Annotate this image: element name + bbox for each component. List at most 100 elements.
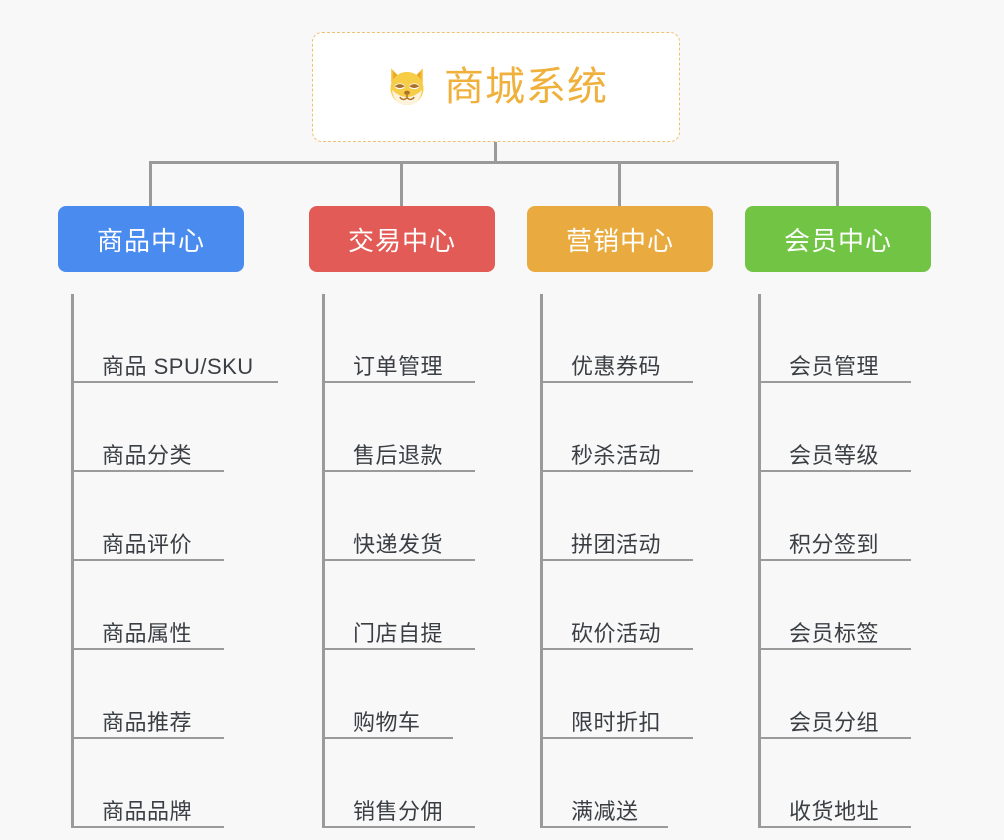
leaf-label: 满减送 xyxy=(571,798,639,824)
leaf-label: 会员管理 xyxy=(789,353,880,379)
leaf-label: 商品推荐 xyxy=(102,709,193,735)
leaf-item[interactable]: 门店自提 xyxy=(309,561,495,650)
leaf-label: 会员标签 xyxy=(789,620,880,646)
leaf-underline xyxy=(71,470,224,472)
leaf-label: 收货地址 xyxy=(789,798,880,824)
leaf-item[interactable]: 收货地址 xyxy=(745,739,931,828)
leaf-item[interactable]: 会员标签 xyxy=(745,561,931,650)
leaf-label: 购物车 xyxy=(353,709,421,735)
leaf-label: 拼团活动 xyxy=(571,531,662,557)
branch-column-product-center: 商品中心 商品 SPU/SKU 商品分类 商品评价 商品属性 商品推荐 xyxy=(58,206,278,828)
leaf-underline xyxy=(71,381,278,383)
leaf-label: 商品分类 xyxy=(102,442,193,468)
leaf-underline xyxy=(71,648,224,650)
category-drop-line-3 xyxy=(618,161,621,207)
category-box-trade-center[interactable]: 交易中心 xyxy=(309,206,495,272)
leaf-underline xyxy=(71,826,224,828)
leaf-label: 会员等级 xyxy=(789,442,880,468)
category-box-member-center[interactable]: 会员中心 xyxy=(745,206,931,272)
leaf-item[interactable]: 销售分佣 xyxy=(309,739,495,828)
leaf-item[interactable]: 会员管理 xyxy=(745,294,931,383)
leaf-item[interactable]: 商品分类 xyxy=(58,383,244,472)
branch-column-marketing-center: 营销中心 优惠券码 秒杀活动 拼团活动 砍价活动 限时折扣 xyxy=(527,206,713,828)
category-label: 营销中心 xyxy=(565,225,674,256)
leaf-underline xyxy=(758,648,911,650)
leaf-label: 销售分佣 xyxy=(353,798,444,824)
leaf-list: 优惠券码 秒杀活动 拼团活动 砍价活动 限时折扣 满减送 xyxy=(527,294,713,828)
leaf-underline xyxy=(322,737,453,739)
leaf-item[interactable]: 购物车 xyxy=(309,650,495,739)
leaf-list: 订单管理 售后退款 快递发货 门店自提 购物车 销售分佣 xyxy=(309,294,495,828)
leaf-label: 会员分组 xyxy=(789,709,880,735)
category-box-marketing-center[interactable]: 营销中心 xyxy=(527,206,713,272)
leaf-item[interactable]: 商品评价 xyxy=(58,472,244,561)
leaf-item[interactable]: 售后退款 xyxy=(309,383,495,472)
leaf-underline xyxy=(540,826,668,828)
leaf-item[interactable]: 限时折扣 xyxy=(527,650,713,739)
category-box-product-center[interactable]: 商品中心 xyxy=(58,206,244,272)
leaf-label: 积分签到 xyxy=(789,531,880,557)
leaf-list: 会员管理 会员等级 积分签到 会员标签 会员分组 收货地址 xyxy=(745,294,931,828)
leaf-underline xyxy=(71,559,224,561)
leaf-underline xyxy=(758,737,911,739)
leaf-item[interactable]: 优惠券码 xyxy=(527,294,713,383)
leaf-label: 商品评价 xyxy=(102,531,193,557)
leaf-underline xyxy=(322,559,475,561)
leaf-underline xyxy=(540,381,693,383)
leaf-underline xyxy=(322,381,475,383)
leaf-underline xyxy=(758,826,911,828)
leaf-item[interactable]: 快递发货 xyxy=(309,472,495,561)
branch-column-member-center: 会员中心 会员管理 会员等级 积分签到 会员标签 会员分组 xyxy=(745,206,931,828)
category-label: 会员中心 xyxy=(783,225,892,256)
branch-spine-line xyxy=(322,294,325,828)
leaf-underline xyxy=(540,648,693,650)
leaf-label: 商品 SPU/SKU xyxy=(102,353,254,379)
category-label: 商品中心 xyxy=(96,225,205,256)
leaf-underline xyxy=(322,826,475,828)
leaf-label: 商品品牌 xyxy=(102,798,193,824)
root-title: 商城系统 xyxy=(444,65,608,109)
leaf-item[interactable]: 商品属性 xyxy=(58,561,244,650)
leaf-item[interactable]: 满减送 xyxy=(527,739,713,828)
leaf-item[interactable]: 秒杀活动 xyxy=(527,383,713,472)
branch-spine-line xyxy=(71,294,74,828)
leaf-underline xyxy=(758,559,911,561)
leaf-underline xyxy=(540,559,693,561)
leaf-label: 订单管理 xyxy=(353,353,444,379)
leaf-item[interactable]: 会员分组 xyxy=(745,650,931,739)
leaf-item[interactable]: 砍价活动 xyxy=(527,561,713,650)
branch-spine-line xyxy=(758,294,761,828)
leaf-label: 商品属性 xyxy=(102,620,193,646)
leaf-item[interactable]: 商品品牌 xyxy=(58,739,244,828)
leaf-item[interactable]: 会员等级 xyxy=(745,383,931,472)
leaf-label: 砍价活动 xyxy=(571,620,662,646)
leaf-underline xyxy=(322,470,475,472)
leaf-label: 售后退款 xyxy=(353,442,444,468)
branch-column-trade-center: 交易中心 订单管理 售后退款 快递发货 门店自提 购物车 xyxy=(309,206,495,828)
category-label: 交易中心 xyxy=(347,225,456,256)
leaf-underline xyxy=(540,737,693,739)
category-drop-line-4 xyxy=(836,161,839,207)
leaf-item[interactable]: 积分签到 xyxy=(745,472,931,561)
leaf-list: 商品 SPU/SKU 商品分类 商品评价 商品属性 商品推荐 商品品牌 xyxy=(58,294,278,828)
leaf-label: 快递发货 xyxy=(353,531,444,557)
root-node[interactable]: 商城系统 xyxy=(312,32,680,142)
leaf-underline xyxy=(322,648,475,650)
leaf-item[interactable]: 订单管理 xyxy=(309,294,495,383)
category-drop-line-2 xyxy=(400,161,403,207)
leaf-label: 限时折扣 xyxy=(571,709,662,735)
leaf-item[interactable]: 商品推荐 xyxy=(58,650,244,739)
leaf-label: 门店自提 xyxy=(353,620,444,646)
category-drop-line-1 xyxy=(149,161,152,207)
root-trunk-line xyxy=(494,142,497,164)
leaf-underline xyxy=(540,470,693,472)
leaf-label: 秒杀活动 xyxy=(571,442,662,468)
leaf-item[interactable]: 商品 SPU/SKU xyxy=(58,294,278,383)
leaf-label: 优惠券码 xyxy=(571,353,662,379)
shiba-dog-face-icon xyxy=(384,64,430,110)
leaf-underline xyxy=(71,737,224,739)
leaf-item[interactable]: 拼团活动 xyxy=(527,472,713,561)
category-bus-line xyxy=(149,161,839,164)
leaf-underline xyxy=(758,381,911,383)
